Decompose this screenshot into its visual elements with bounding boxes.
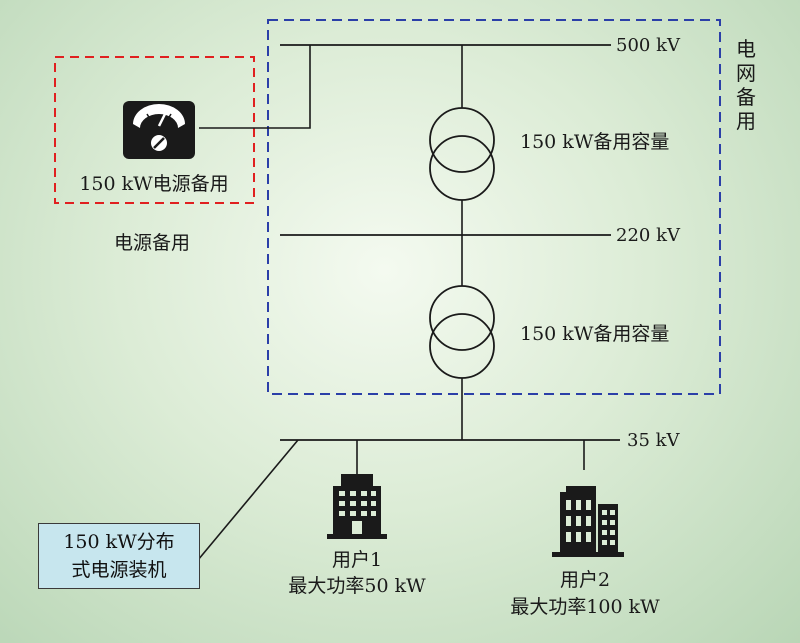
- meter-icon: [123, 101, 195, 159]
- distributed-line1: 150 kW分布: [63, 531, 175, 553]
- grid-backup-char: 网: [736, 61, 756, 85]
- distributed-generation-box: 150 kW分布 式电源装机: [38, 523, 200, 589]
- user-name: 用户2: [560, 569, 610, 591]
- distributed-line2: 式电源装机: [71, 559, 167, 581]
- bus-label-220kv: 220 kV: [616, 225, 681, 246]
- transformer-label: 150 kW备用容量: [520, 131, 669, 153]
- source-backup-inner-label: 150 kW电源备用: [79, 173, 228, 195]
- bus-label-35kv: 35 kV: [627, 430, 681, 451]
- user-name: 用户1: [332, 549, 382, 571]
- grid-backup-char: 电: [736, 37, 756, 61]
- source-connection-line: [199, 45, 311, 129]
- transformer-label: 150 kW备用容量: [520, 323, 669, 345]
- grid-backup-label: 电 网 备 用: [736, 37, 756, 133]
- building-icon: [327, 474, 387, 539]
- buildings-icon: [552, 486, 624, 557]
- grid-backup-region: [267, 19, 721, 395]
- source-backup-outer-label: 电源备用: [114, 232, 190, 254]
- user-max-power: 最大功率100 kW: [510, 596, 660, 618]
- grid-backup-char: 备: [736, 85, 756, 109]
- grid-backup-char: 用: [736, 109, 756, 133]
- bus-label-500kv: 500 kV: [616, 35, 681, 56]
- user-max-power: 最大功率50 kW: [288, 575, 426, 597]
- transformer-icon: [429, 285, 495, 379]
- source-backup-region: [54, 56, 255, 204]
- distributed-connection-line: [197, 439, 299, 561]
- transformer-icon: [429, 107, 495, 201]
